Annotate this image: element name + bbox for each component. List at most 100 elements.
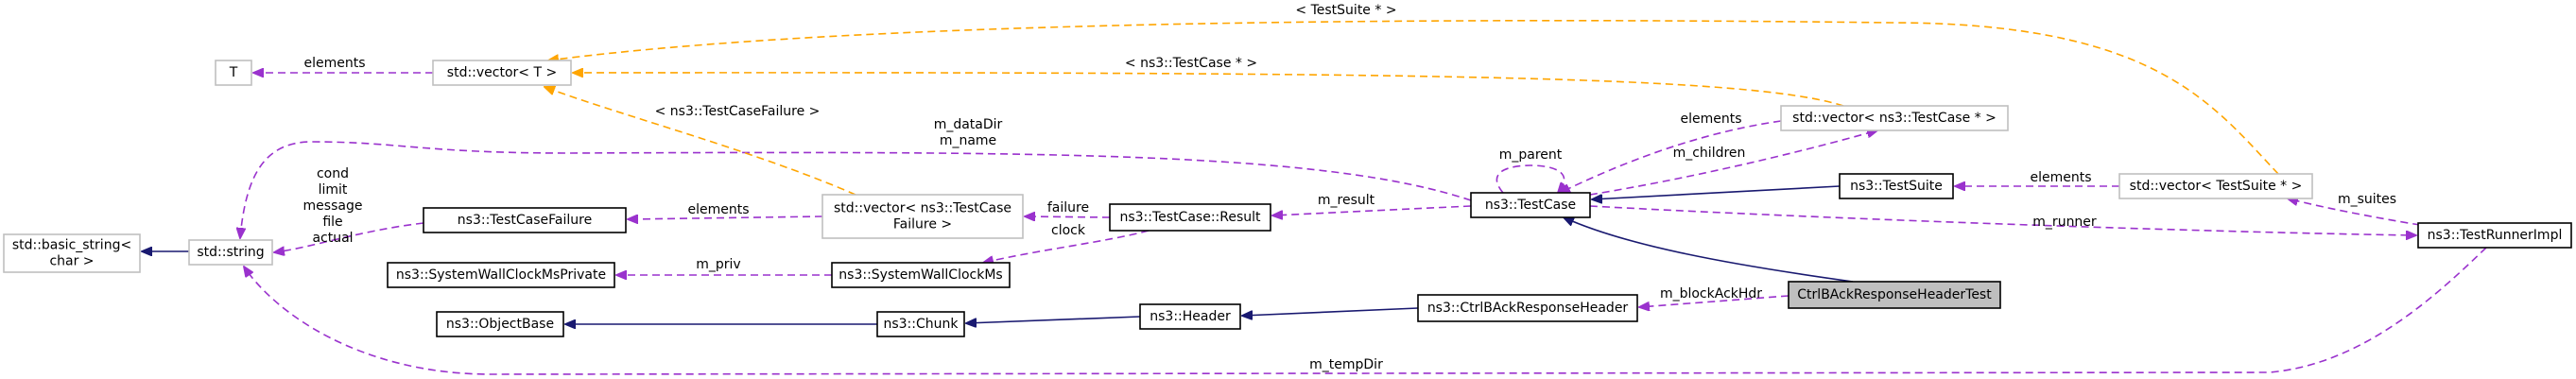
node-SystemWallClockMsPrivate[interactable]: ns3::SystemWallClockMsPrivate xyxy=(387,262,615,288)
edge-label: clock xyxy=(1051,223,1086,238)
edge-vectorTestCase-elements-testcase: elements xyxy=(1560,112,1782,193)
edge-label: m_blockAckHdr xyxy=(1660,286,1762,301)
node-box xyxy=(1109,203,1271,232)
edge-label: elements xyxy=(1680,112,1741,127)
node-basic_string: std::basic_string<char > xyxy=(3,233,141,273)
edge-line xyxy=(573,73,1844,107)
edge-label: file xyxy=(322,215,342,230)
node-label: ns3::Header xyxy=(1150,309,1231,324)
node-Result[interactable]: ns3::TestCase::Result xyxy=(1109,203,1271,232)
edge-label: m_runner xyxy=(2032,215,2097,230)
node-label: Failure > xyxy=(893,217,952,233)
edge-label: m_suites xyxy=(2338,192,2396,207)
edge-label: m_dataDir xyxy=(934,117,1003,132)
edge-label: message xyxy=(303,198,363,214)
node-box xyxy=(876,311,965,337)
node-box xyxy=(436,311,564,337)
edge-vectorTCF-template-vectorT: < ns3::TestCaseFailure > xyxy=(545,87,856,196)
edge-label: actual xyxy=(312,231,353,246)
node-std_string: std::string xyxy=(188,239,273,266)
node-label: std::vector< ns3::TestCase xyxy=(834,201,1011,216)
edge-testcase-result-result: m_result xyxy=(1272,193,1472,215)
node-TestSuite[interactable]: ns3::TestSuite xyxy=(1839,173,1954,199)
edge-label: elements xyxy=(2030,170,2091,185)
edge-line xyxy=(1639,295,1789,307)
edge-label: m_result xyxy=(1318,193,1375,208)
node-label: CtrlBAckResponseHeaderTest xyxy=(1797,287,1992,302)
edge-label: m_children xyxy=(1673,146,1746,161)
edge-label: < TestSuite * > xyxy=(1295,3,1396,18)
edge-vectorTestSuite-template-vectorT: < TestSuite * > xyxy=(548,3,2279,175)
node-box xyxy=(1417,294,1638,322)
edge-testcase-runner-runner: m_runner xyxy=(1589,205,2416,235)
edge-runner-tempdir-string: m_tempDir xyxy=(244,247,2487,375)
edge-line xyxy=(1564,217,1854,283)
node-label: ns3::Chunk xyxy=(883,317,959,332)
edge-line xyxy=(983,230,1150,263)
node-vector_TestSuite: std::vector< TestSuite * > xyxy=(2118,173,2313,199)
node-box xyxy=(423,207,627,233)
node-label: ns3::TestSuite xyxy=(1850,179,1943,194)
node-label: std::vector< TestSuite * > xyxy=(2130,179,2303,194)
edge-vectorTestCase-template-vectorT: < ns3::TestCase * > xyxy=(573,56,1844,107)
edge-label: m_parent xyxy=(1499,147,1563,163)
node-box xyxy=(387,262,615,288)
edge-line xyxy=(274,222,424,252)
node-vector_TestCase: std::vector< ns3::TestCase * > xyxy=(1780,105,2009,131)
edge-test-to-testcase xyxy=(1564,217,1854,283)
node-TestCase[interactable]: ns3::TestCase xyxy=(1470,192,1591,218)
edge-label: m_tempDir xyxy=(1309,357,1383,372)
edge-line xyxy=(1242,307,1419,316)
edge-header-to-chunk xyxy=(966,316,1141,323)
node-label: ns3::TestRunnerImpl xyxy=(2428,228,2563,243)
edge-line xyxy=(545,87,856,196)
node-Header[interactable]: ns3::Header xyxy=(1139,303,1241,330)
node-box xyxy=(821,194,1024,239)
node-TestRunnerImpl[interactable]: ns3::TestRunnerImpl xyxy=(2417,222,2572,249)
node-CtrlBAckResponseHeaderTest[interactable]: CtrlBAckResponseHeaderTest xyxy=(1788,281,2001,309)
node-SystemWallClockMs[interactable]: ns3::SystemWallClockMs xyxy=(831,262,1011,288)
node-label: ns3::ObjectBase xyxy=(446,317,554,332)
edge-vectorTCF-elements-TCF: elements xyxy=(628,202,823,219)
edge-line xyxy=(1592,185,1841,199)
edge-label: m_name xyxy=(940,133,996,148)
edge-result-clock-swcm: clock xyxy=(983,223,1150,263)
node-label: ns3::SystemWallClockMsPrivate xyxy=(396,267,606,283)
edge-line xyxy=(1560,120,1782,193)
node-box xyxy=(3,233,141,273)
edge-label: < ns3::TestCase * > xyxy=(1125,56,1257,71)
edge-line xyxy=(966,316,1141,323)
edge-ctrl-to-header xyxy=(1242,307,1419,316)
node-vector_TCF: std::vector< ns3::TestCaseFailure > xyxy=(821,194,1024,239)
edge-vectorT-elements-T: elements xyxy=(253,56,433,73)
node-ObjectBase[interactable]: ns3::ObjectBase xyxy=(436,311,564,337)
edge-runner-suites-vectorTestSuite: m_suites xyxy=(2288,192,2421,226)
edge-line xyxy=(1495,164,1564,193)
node-Chunk[interactable]: ns3::Chunk xyxy=(876,311,965,337)
edge-label: elements xyxy=(687,202,749,217)
edge-result-failure-vectorTCF: failure xyxy=(1025,200,1111,217)
edge-testcase-parent-self: m_parent xyxy=(1495,147,1564,193)
node-box xyxy=(188,239,273,266)
node-box xyxy=(2417,222,2572,249)
edge-line xyxy=(1589,130,1877,196)
node-vector_T: std::vector< T > xyxy=(432,60,572,86)
edge-line xyxy=(1272,205,1472,215)
node-box xyxy=(831,262,1011,288)
node-label: std::basic_string< xyxy=(12,238,131,253)
node-label: ns3::TestCase xyxy=(1485,198,1576,213)
node-box xyxy=(1839,173,1954,199)
node-CtrlBAckResponseHeader[interactable]: ns3::CtrlBAckResponseHeader xyxy=(1417,294,1638,322)
edge-label: limit xyxy=(319,182,348,198)
edge-line xyxy=(548,19,2279,175)
edge-testcase-children-vectorTestCase: m_children xyxy=(1589,130,1877,196)
edge-line xyxy=(1025,216,1111,217)
edge-label: failure xyxy=(1047,200,1089,215)
node-label: ns3::TestCaseFailure xyxy=(458,213,592,228)
node-box xyxy=(1470,192,1591,218)
node-TestCaseFailure[interactable]: ns3::TestCaseFailure xyxy=(423,207,627,233)
node-box xyxy=(215,60,252,86)
node-box xyxy=(1139,303,1241,330)
edge-testsuite-to-testcase xyxy=(1592,185,1841,199)
